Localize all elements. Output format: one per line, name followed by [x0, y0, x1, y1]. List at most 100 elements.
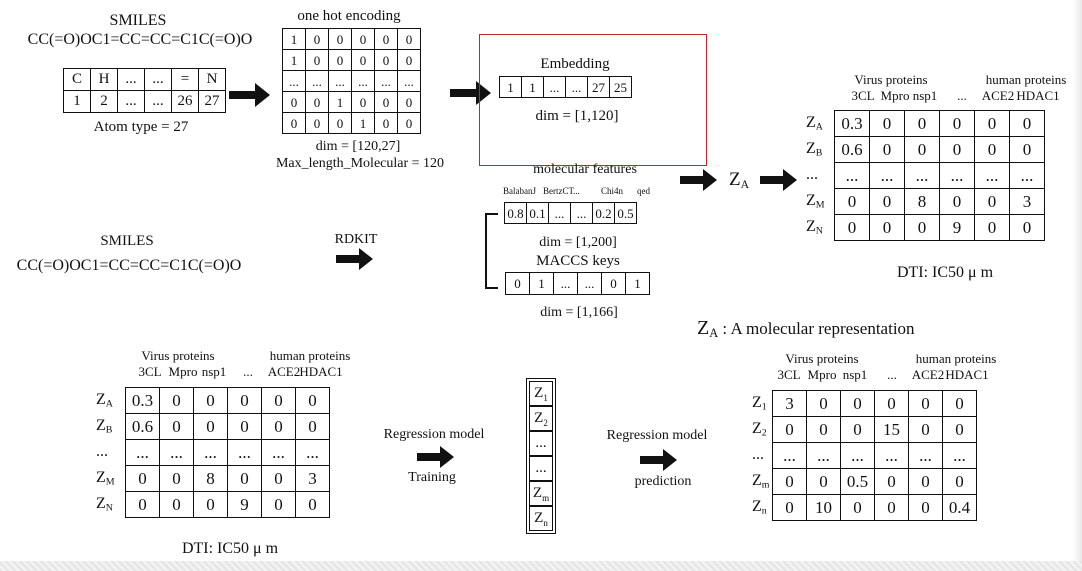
onehot-cell: 0	[282, 91, 306, 113]
protein-column-label: Mpro	[880, 88, 910, 103]
ic50-cell: ...	[908, 442, 943, 469]
onehot-cell: ...	[328, 70, 352, 92]
molecule-row-label: Z1	[752, 393, 767, 412]
maccs-title: MACCS keys	[536, 253, 620, 269]
ic50-cell: ...	[874, 442, 909, 469]
virus-proteins-label: Virus proteins	[854, 72, 928, 87]
ic50-cell: 0	[159, 491, 194, 518]
onehot-cell: 0	[374, 112, 398, 134]
ic50-cell: 0	[772, 416, 807, 443]
onehot-cell: 0	[397, 28, 421, 50]
ic50-cell: 0	[295, 491, 330, 518]
pred-step-label: prediction	[634, 474, 692, 489]
embedding-cell: 1	[499, 76, 522, 98]
ic50-cell: 0	[806, 416, 841, 443]
z-vector-cell: ...	[529, 456, 553, 481]
onehot-cell: 1	[282, 28, 306, 50]
protein-column-label: 3CL	[851, 88, 875, 103]
feature-header-label: Chi4n	[601, 186, 624, 196]
ic50-cell: 0	[295, 413, 330, 440]
ic50-cell: 0	[974, 136, 1010, 163]
protein-column-label: ACE2	[981, 88, 1015, 103]
ic50-cell: 0	[974, 110, 1010, 137]
arrow-right-icon	[417, 446, 454, 468]
feature-header-label: ...	[573, 186, 580, 196]
ic50-cell: 0	[1009, 214, 1045, 241]
ic50-cell: 0	[974, 214, 1010, 241]
ic50-cell: 0.4	[942, 494, 977, 521]
ic50-cell: 0	[1009, 136, 1045, 163]
protein-column-label: Mpro	[168, 364, 198, 379]
ic50-cell: 0	[834, 188, 870, 215]
bottom-band	[0, 561, 1082, 571]
onehot-cell: 1	[282, 49, 306, 71]
ic50-cell: ...	[974, 162, 1010, 189]
human-proteins-label: human proteins	[269, 348, 351, 363]
arrow-right-icon	[680, 169, 717, 191]
ic50-cell: 0	[1009, 110, 1045, 137]
atom-cell: ...	[117, 90, 145, 113]
ic50-cell: 8	[904, 188, 940, 215]
ic50-cell: 0	[942, 416, 977, 443]
ic50-cell: ...	[772, 442, 807, 469]
atom-cell: 1	[63, 90, 91, 113]
ic50-cell: 0	[261, 413, 296, 440]
ic50-cell: 0	[904, 110, 940, 137]
feature-cell: 0.5	[614, 202, 637, 224]
protein-column-label: HDAC1	[1016, 88, 1060, 103]
ic50-cell: 0	[869, 214, 905, 241]
ic50-cell: 0	[806, 468, 841, 495]
human-proteins-label: human proteins	[915, 351, 997, 366]
protein-column-label: nsp1	[201, 364, 227, 379]
ic50-cell: 0	[125, 465, 160, 492]
feature-cell: 0.1	[526, 202, 549, 224]
onehot-cell: 0	[305, 28, 329, 50]
molecule-row-label: Zm	[752, 471, 770, 490]
z-vector-cell: Z1	[529, 381, 553, 406]
onehot-cell: 0	[374, 91, 398, 113]
ic50-cell: ...	[227, 439, 262, 466]
molecule-row-label: ZM	[806, 191, 825, 210]
ic50-cell: 0.6	[834, 136, 870, 163]
protein-column-label: ACE2	[267, 364, 301, 379]
ic50-cell: 0	[261, 491, 296, 518]
ic50-cell: 0	[834, 214, 870, 241]
ic50-cell: 0	[904, 214, 940, 241]
atom-cell: 27	[198, 90, 226, 113]
ic50-cell: ...	[295, 439, 330, 466]
ic50-cell: 0	[869, 110, 905, 137]
onehot-cell: 0	[282, 112, 306, 134]
onehot-cell: 0	[374, 49, 398, 71]
ic50-cell: 0.5	[840, 468, 875, 495]
molecule-row-label: ZA	[806, 113, 823, 132]
molecule-row-label: ZN	[96, 494, 113, 513]
atom-cell: ...	[117, 68, 145, 91]
smiles-title: SMILES	[109, 12, 167, 29]
ic50-cell: ...	[125, 439, 160, 466]
embedding-cell: 27	[587, 76, 610, 98]
ic50-cell: 0	[193, 491, 228, 518]
arrow-right-icon	[640, 449, 677, 471]
ic50-cell: 0	[159, 413, 194, 440]
ic50-cell: 0	[942, 468, 977, 495]
protein-column-label: HDAC1	[945, 367, 989, 382]
z-vector-frame	[526, 378, 556, 534]
onehot-cell: 0	[397, 91, 421, 113]
molecule-row-label: ZB	[96, 416, 113, 435]
feature-header-label: BalabanJ	[503, 186, 536, 196]
protein-column-label: Mpro	[807, 367, 837, 382]
protein-column-label: HDAC1	[299, 364, 343, 379]
za-legend: ZA : A molecular representation	[697, 317, 915, 341]
ic50-cell: ...	[193, 439, 228, 466]
ic50-cell: 0	[939, 188, 975, 215]
ic50-cell: ...	[806, 442, 841, 469]
molecule-row-label: Zn	[752, 497, 767, 516]
onehot-cell: 0	[328, 28, 352, 50]
embedding-cell: 1	[521, 76, 544, 98]
atom-cell: 26	[171, 90, 199, 113]
molecule-row-label: ZM	[96, 468, 115, 487]
